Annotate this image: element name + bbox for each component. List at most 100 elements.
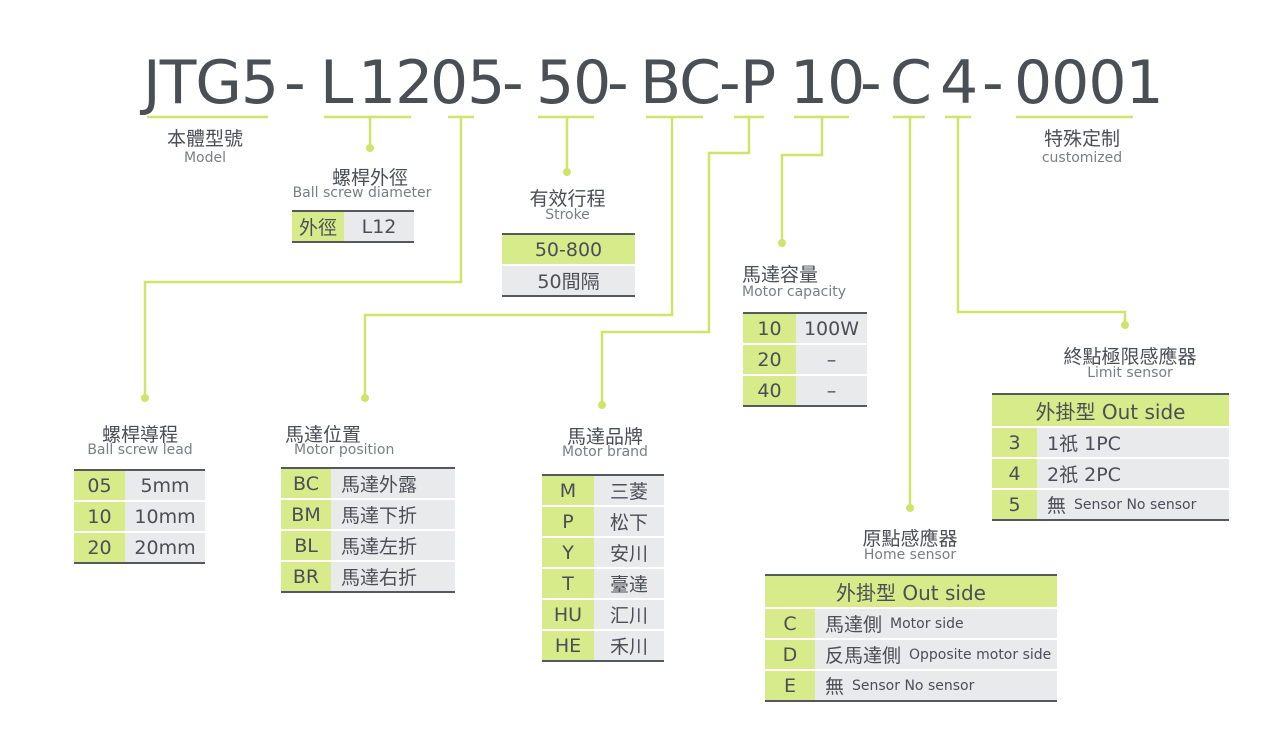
capacity-label-en: Motor capacity — [742, 284, 847, 300]
stroke-range: 50-800 — [502, 233, 635, 266]
position-key: BR — [281, 562, 331, 591]
position-value: 馬達左折 — [331, 531, 455, 560]
brand-value: 松下 — [594, 507, 664, 536]
limit-label-zh: 終點極限感應器 — [1063, 346, 1197, 368]
capacity-value: – — [796, 376, 867, 405]
home-value-note: Motor side — [890, 615, 964, 632]
brand-label-zh: 馬達品牌 — [566, 426, 643, 448]
home-key: E — [765, 671, 815, 700]
position-label-zh: 馬達位置 — [285, 424, 362, 446]
diameter-table: 外徑 L12 — [292, 210, 414, 243]
brand-value: 三菱 — [594, 476, 664, 505]
limit-value: 1祇 1PC — [1037, 428, 1229, 457]
capacity-label-zh: 馬達容量 — [742, 264, 819, 286]
brand-key: M — [542, 476, 594, 505]
code-stroke: 50 — [536, 48, 611, 118]
diameter-value: L12 — [344, 212, 414, 241]
diameter-label-en: Ball screw diameter — [292, 185, 432, 201]
limit-key: 3 — [992, 428, 1037, 457]
code-home-sensor: C — [890, 48, 932, 118]
position-value: 馬達下折 — [331, 500, 455, 529]
lead-value: 10mm — [125, 502, 205, 531]
diameter-label-zh: 螺桿外徑 — [331, 167, 408, 189]
brand-value: 禾川 — [594, 631, 664, 660]
home-key: C — [765, 609, 815, 638]
code-dash: - — [719, 48, 741, 118]
model-label-zh: 本體型號 — [166, 128, 243, 150]
position-value: 馬達右折 — [331, 562, 455, 591]
limit-header: 外掛型 Out side — [992, 393, 1229, 428]
brand-label-en: Motor brand — [562, 444, 648, 460]
brand-key: Y — [542, 538, 594, 567]
position-label-en: Motor position — [294, 442, 395, 458]
diameter-key: 外徑 — [292, 212, 344, 241]
custom-label-zh: 特殊定制 — [1043, 128, 1120, 150]
code-diameter-prefix: L — [320, 48, 353, 118]
limit-label-en: Limit sensor — [1087, 365, 1173, 381]
custom-label-en: customized — [1041, 150, 1123, 166]
brand-value: 汇川 — [594, 600, 664, 629]
lead-key: 05 — [74, 471, 125, 500]
position-value: 馬達外露 — [331, 469, 455, 498]
capacity-key: 20 — [743, 345, 796, 374]
code-dash: - — [982, 48, 1004, 118]
position-key: BL — [281, 531, 331, 560]
capacity-key: 10 — [743, 314, 796, 343]
home-header: 外掛型 Out side — [765, 574, 1057, 609]
code-dash: - — [284, 48, 306, 118]
code-position: BC — [640, 48, 721, 118]
limit-key: 4 — [992, 459, 1037, 488]
limit-value: 2祇 2PC — [1037, 459, 1229, 488]
home-label-zh: 原點感應器 — [862, 528, 958, 550]
lead-value: 20mm — [125, 533, 205, 562]
model-label-en: Model — [183, 150, 227, 166]
lead-label-en: Ball screw lead — [87, 442, 193, 458]
home-value-note: Opposite motor side — [909, 646, 1052, 663]
code-dash: - — [860, 48, 882, 118]
lead-key: 10 — [74, 502, 125, 531]
code-lead: 05 — [430, 48, 505, 118]
lead-value: 5mm — [125, 471, 205, 500]
code-series: JTG5 — [143, 48, 279, 118]
code-capacity: 10 — [790, 48, 865, 118]
capacity-value: 100W — [796, 314, 867, 343]
brand-key: HE — [542, 631, 594, 660]
code-custom: 0001 — [1014, 48, 1164, 118]
brand-key: P — [542, 507, 594, 536]
code-brand: P — [740, 48, 776, 118]
position-key: BM — [281, 500, 331, 529]
stroke-label-en: Stroke — [545, 207, 590, 223]
limit-key: 5 — [992, 490, 1037, 519]
stroke-label-zh: 有效行程 — [529, 188, 606, 210]
code-dash: - — [502, 48, 524, 118]
home-label-en: Home sensor — [863, 547, 957, 563]
brand-value: 臺達 — [594, 569, 664, 598]
lead-label-zh: 螺桿導程 — [101, 424, 178, 446]
brand-key: T — [542, 569, 594, 598]
position-key: BC — [281, 469, 331, 498]
code-limit-sensor: 4 — [940, 48, 978, 118]
capacity-value: – — [796, 345, 867, 374]
code-diameter: 12 — [358, 48, 433, 118]
capacity-key: 40 — [743, 376, 796, 405]
home-value-note: Sensor No sensor — [852, 677, 975, 694]
stroke-table: 50-800 50間隔 — [502, 233, 635, 297]
code-dash: - — [607, 48, 629, 118]
limit-value-note: Sensor No sensor — [1074, 496, 1197, 513]
brand-value: 安川 — [594, 538, 664, 567]
brand-key: HU — [542, 600, 594, 629]
home-key: D — [765, 640, 815, 669]
lead-key: 20 — [74, 533, 125, 562]
stroke-step: 50間隔 — [502, 266, 635, 297]
